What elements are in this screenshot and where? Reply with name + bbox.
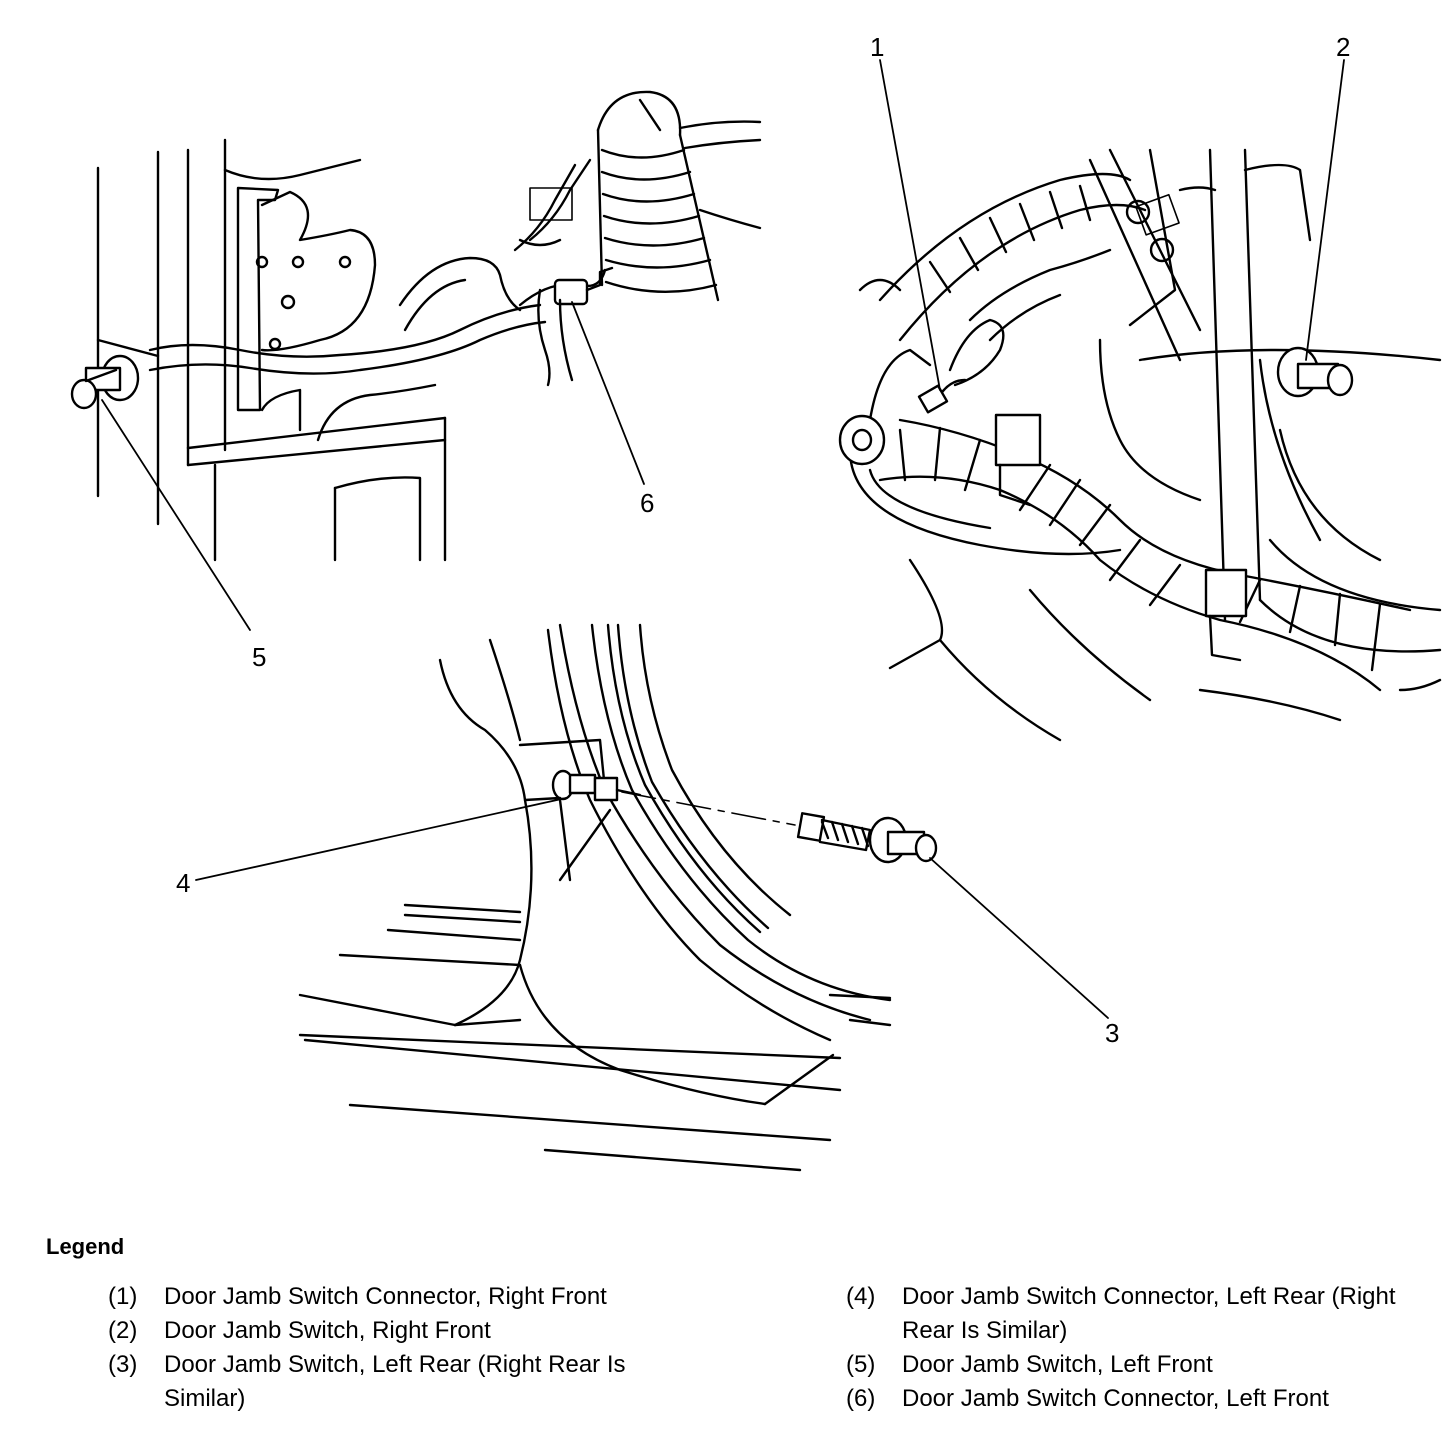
callout-3: 3	[1105, 1018, 1120, 1048]
right-front-connector-1	[917, 318, 1005, 414]
leader-6	[571, 301, 645, 485]
legend-item-2: (2) Door Jamb Switch, Right Front	[108, 1314, 728, 1348]
corrugated-conduit	[596, 90, 762, 302]
leader-1	[879, 59, 941, 391]
leader-5	[101, 399, 251, 631]
legend-number: (4)	[846, 1283, 876, 1310]
legend-item-6: (6) Door Jamb Switch Connector, Left Fro…	[846, 1382, 1426, 1416]
legend-number: (3)	[108, 1351, 138, 1379]
right-front-switch-2	[1276, 346, 1354, 398]
legend-column-right: (4) Door Jamb Switch Connector, Left Rea…	[846, 1280, 1426, 1416]
callout-1: 1	[870, 32, 885, 62]
left-front-switch-5	[70, 354, 140, 410]
callout-4: 4	[176, 868, 191, 898]
legend-title: Legend	[46, 1234, 125, 1259]
left-rear-switch-3	[621, 791, 938, 864]
left-rear-connector-4	[551, 769, 642, 802]
legend-text: Door Jamb Switch, Left Front	[902, 1351, 1213, 1379]
legend-item-4: (4) Door Jamb Switch Connector, Left Rea…	[846, 1280, 1426, 1348]
left-front-connector-6	[513, 158, 614, 387]
legend-number: (2)	[108, 1317, 138, 1345]
right-front-pillar-view	[838, 148, 1442, 742]
callout-6: 6	[640, 488, 655, 518]
legend-number: (1)	[108, 1283, 138, 1310]
legend-text: Door Jamb Switch Connector, Left Rear (R…	[902, 1283, 1396, 1345]
legend-item-1: (1) Door Jamb Switch Connector, Right Fr…	[108, 1280, 728, 1314]
callout-2: 2	[1336, 32, 1351, 62]
legend-column-left: (1) Door Jamb Switch Connector, Right Fr…	[108, 1280, 728, 1416]
legend-item-5: (5) Door Jamb Switch, Left Front	[846, 1348, 1426, 1382]
callout-5: 5	[252, 642, 267, 672]
legend-number: (5)	[846, 1351, 876, 1379]
legend-text: Door Jamb Switch, Right Front	[164, 1317, 491, 1345]
left-rear-jamb-view	[298, 623, 938, 1172]
legend-text: Door Jamb Switch, Left Rear (Right Rear …	[164, 1351, 626, 1413]
legend-text: Door Jamb Switch Connector, Right Front	[164, 1283, 607, 1310]
leader-4	[195, 797, 567, 881]
leader-3	[929, 857, 1109, 1019]
door-jamb-switch-diagram	[70, 59, 1442, 1172]
leader-lines	[101, 59, 1345, 1019]
leader-2	[1305, 59, 1345, 361]
legend-number: (6)	[846, 1385, 876, 1413]
legend-item-3: (3) Door Jamb Switch, Left Rear (Right R…	[108, 1348, 728, 1416]
left-front-pillar-view	[70, 90, 762, 562]
legend-text: Door Jamb Switch Connector, Left Front	[902, 1385, 1329, 1413]
